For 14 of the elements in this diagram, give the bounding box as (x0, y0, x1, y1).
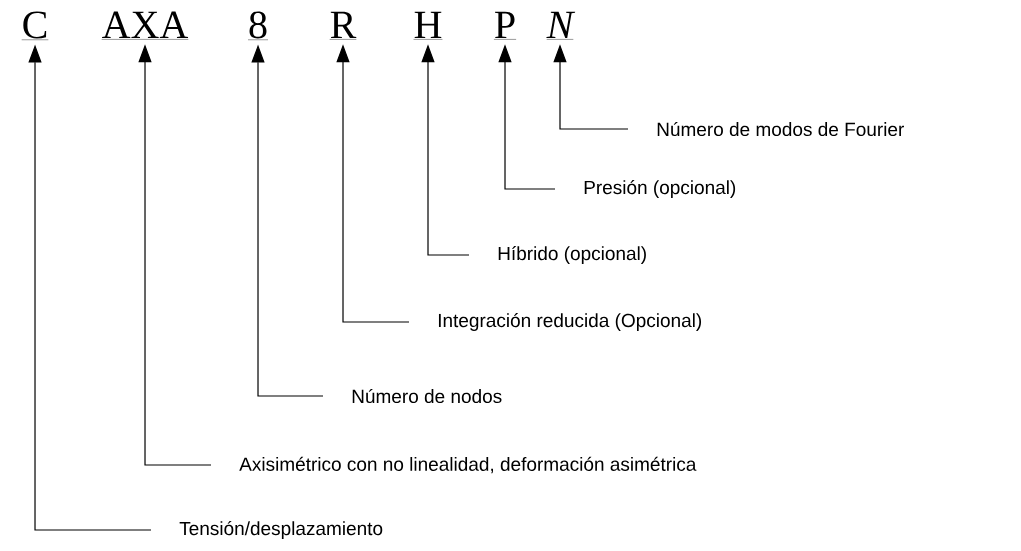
description-text: Híbrido (opcional) (498, 246, 646, 264)
description-text: Integración reducida (Opcional) (438, 313, 702, 331)
description-text: Número de modos de Fourier (657, 121, 904, 137)
description-text: Axisimétrico con no linealidad, deformación asimétrica (239, 456, 697, 474)
code-letter: N (546, 11, 576, 40)
code-letter: C (21, 11, 49, 40)
code-letter: R (329, 11, 357, 40)
code-letter: P (493, 11, 517, 40)
code-letter: AXA (101, 11, 189, 40)
code-letter: H (413, 11, 443, 40)
description-text: Presión (opcional) (584, 180, 736, 198)
description-text: Número de nodos (352, 388, 502, 404)
description-text: Tensión/desplazamiento (179, 521, 383, 539)
code-letter: 8 (247, 11, 269, 40)
